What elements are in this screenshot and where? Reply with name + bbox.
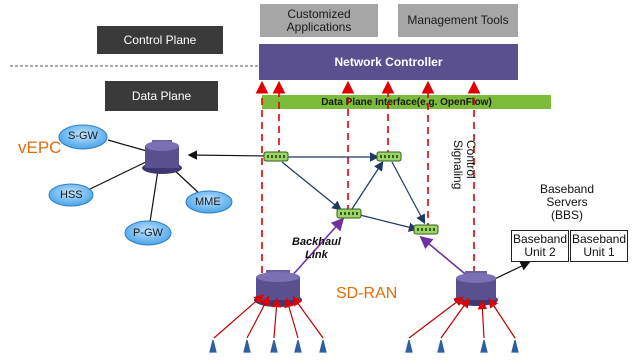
bbs-title-line1: Baseband [539,182,595,196]
core-link-arrow [187,150,269,160]
router-icon [142,140,182,174]
baseband-unit-2-line1: Baseband [512,232,568,246]
router-icon [254,270,302,307]
data-plane-label: Data Plane [105,81,218,111]
backhaul-link-left [289,217,345,279]
customized-applications-line2: Applications [286,19,352,34]
mme-cloud-label: MME [195,196,221,208]
vepc-label: vEPC [18,138,62,157]
backhaul-links [281,152,426,232]
bbs-title: Baseband Servers (BBS) [532,183,602,222]
router-icon [454,271,498,306]
control-signaling-label: Control Signaling [451,140,478,190]
baseband-unit-1: Baseband Unit 1 [570,230,628,262]
switch-icon [263,151,439,235]
backhaul-link-label: Backhaul Link [292,236,341,262]
antenna-arrows [213,294,516,339]
control-plane-label: Control Plane [97,26,223,54]
sd-ran-label: SD-RAN [336,285,398,302]
sgw-cloud-label: S-GW [68,130,98,142]
backhaul-link-line1: Backhaul [292,236,341,248]
baseband-unit-1-line2: Unit 1 [583,245,615,259]
hss-cloud-label: HSS [60,189,83,201]
cloud-icon [48,124,233,246]
backhaul-link-line2: Link [305,249,328,261]
data-plane-interface-bar: Data Plane Interface(e.g. OpenFlow) [262,95,551,109]
network-controller-box: Network Controller [259,44,518,80]
bbs-title-line2: Servers [546,195,588,209]
baseband-unit-2-line2: Unit 2 [524,245,556,259]
customized-applications-line1: Customized [287,6,351,21]
management-tools-box: Management Tools [398,4,518,37]
antenna-icons [209,339,519,353]
bbs-title-line3: (BBS) [550,208,583,222]
control-signaling-line2: Signaling [451,140,465,190]
control-signaling-line1: Control [464,140,478,179]
control-signaling-arrows [255,80,481,285]
vepc-links [87,139,203,223]
baseband-unit-1-line1: Baseband [571,232,627,246]
customized-applications-box: Customized Applications [260,4,378,37]
backhaul-link-right [419,235,471,279]
baseband-unit-2: Baseband Unit 2 [511,230,569,262]
pgw-cloud-label: P-GW [133,227,163,239]
